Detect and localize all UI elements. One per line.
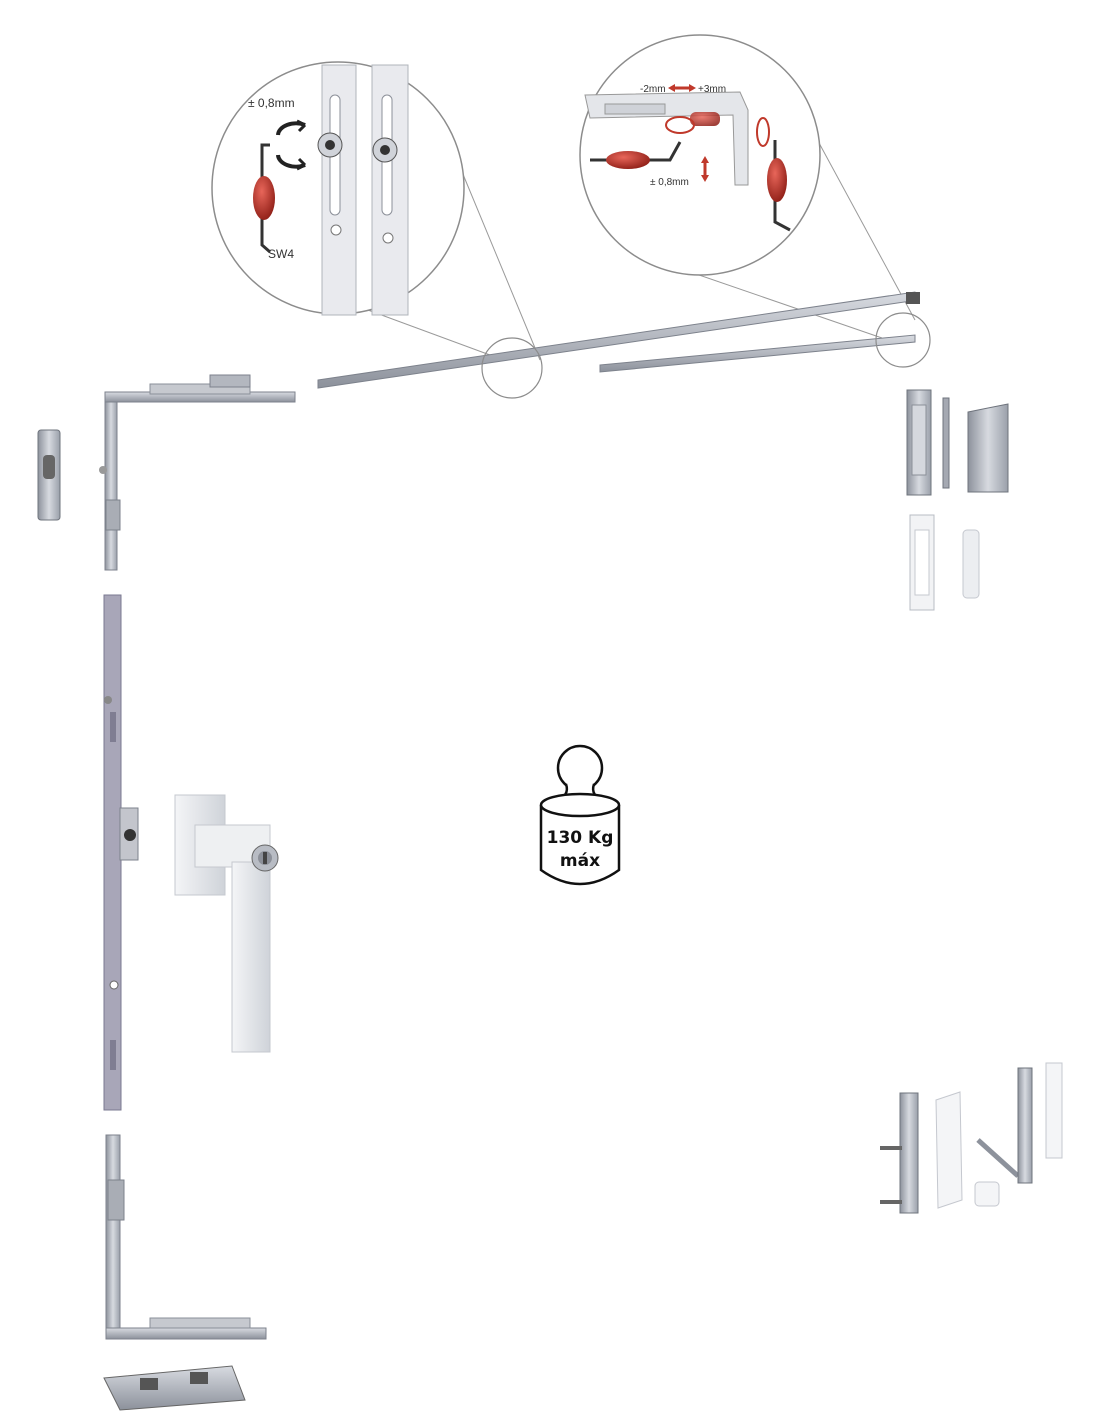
rotation-arrows-icon xyxy=(276,119,307,171)
callout-connector-lines xyxy=(299,129,916,361)
adjust-minus-label: -2mm xyxy=(640,84,666,95)
zoom-marker-right xyxy=(875,312,931,368)
corner-drive-top xyxy=(99,374,296,571)
hinge-set-top xyxy=(906,389,1009,611)
allen-key-icon xyxy=(756,117,791,232)
arrows-vertical-icon xyxy=(701,156,709,182)
weight-icon: 130 Kg máx xyxy=(539,744,621,886)
key-size-label: SW4 xyxy=(268,247,294,261)
adjust-label-right: ± 0,8mm xyxy=(650,177,689,188)
rail-strip-right xyxy=(371,64,409,316)
corner-drive-bottom xyxy=(105,1134,267,1340)
stay-arm xyxy=(317,291,920,389)
allen-key-icon xyxy=(253,143,275,254)
keeper-left xyxy=(37,429,61,521)
callout-left: ± 0,8mm SW4 xyxy=(211,61,465,316)
hinge-plate xyxy=(103,1365,246,1411)
weight-max-label: máx xyxy=(560,851,600,871)
gearbox-bar xyxy=(103,594,139,1111)
eccentric-roller-icon xyxy=(317,132,398,163)
hinge-set-bottom xyxy=(880,1062,1063,1214)
adjust-label-left: ± 0,8mm xyxy=(248,96,295,110)
callout-right: -2mm +3mm ± 0,8mm xyxy=(579,34,821,276)
allen-key-icon xyxy=(590,141,682,169)
corner-hinge-detail xyxy=(584,91,749,186)
window-handle xyxy=(174,794,279,1053)
rail-strip-left xyxy=(321,64,357,316)
zoom-marker-left xyxy=(481,337,543,399)
arrows-horizontal-icon xyxy=(668,84,696,92)
weight-capacity-label: 130 Kg xyxy=(547,828,614,848)
adjust-plus-label: +3mm xyxy=(698,84,726,95)
lock-cylinder-icon xyxy=(251,844,279,872)
